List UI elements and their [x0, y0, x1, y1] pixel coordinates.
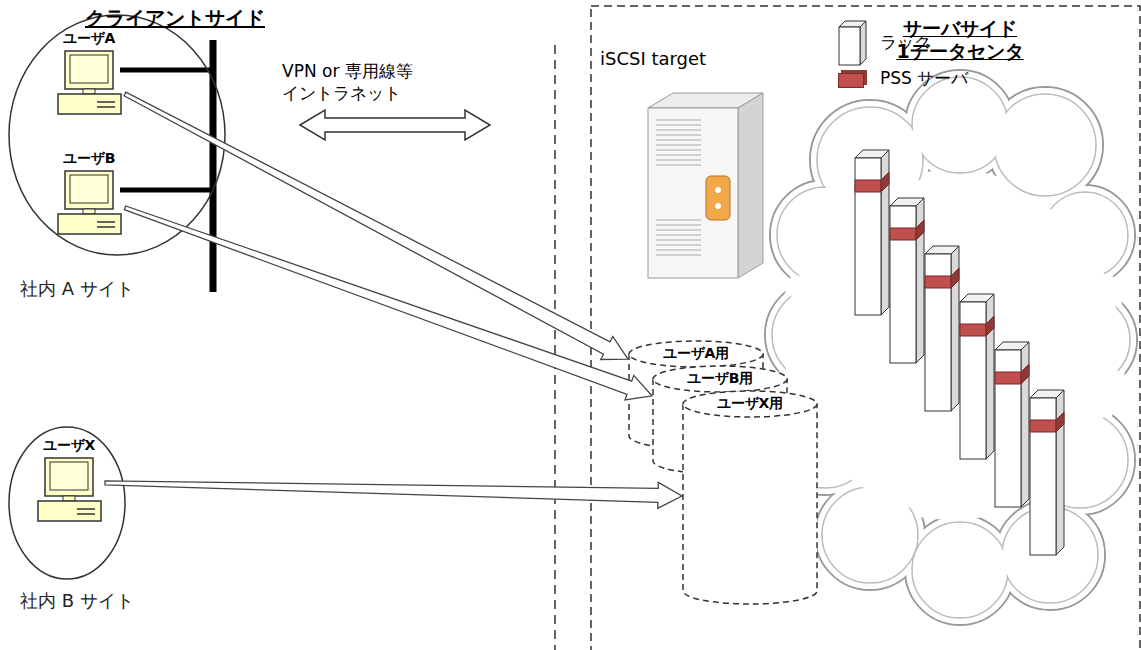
divider-line: [554, 45, 556, 650]
cylinder-shape: [682, 390, 818, 605]
user-name: ユーザB: [53, 150, 125, 167]
rack-icon: [925, 246, 959, 411]
legend-rack-icon: [838, 20, 868, 66]
legend-text: PSS サーバ: [880, 68, 968, 88]
server-icon: [638, 88, 768, 283]
wedge-arrow: [124, 206, 652, 400]
wedge-arrow: [124, 92, 628, 359]
computer-node: ユーザA: [53, 30, 125, 120]
rack-icon: [855, 150, 889, 315]
computer-node: ユーザX: [33, 437, 105, 527]
side-heading: クライアントサイド: [85, 6, 265, 30]
storage-volume: ユーザX用: [682, 390, 818, 605]
rack-icon: [995, 342, 1029, 507]
server-label: iSCSI target: [600, 48, 706, 70]
site-label: 社内 B サイト: [20, 590, 134, 612]
rack-icon: [960, 294, 994, 459]
computer-icon: [37, 457, 102, 525]
site-label: 社内 A サイト: [20, 278, 134, 300]
computer-icon: [57, 50, 122, 118]
computer-icon: [57, 170, 122, 238]
lan-bus: [210, 40, 217, 292]
legend-text: ラック: [880, 32, 931, 52]
cloud: [765, 70, 1137, 625]
server-side-zone: サーバサイド 1データセンタiSCSI targetユーザA用ユーザB用ユーザX…: [590, 5, 1141, 650]
vpn-double-arrow: [300, 110, 490, 140]
user-name: ユーザA: [53, 30, 125, 47]
volume-label: ユーザB用: [652, 370, 788, 387]
site-circle: 社内 B サイト ユーザX: [5, 425, 165, 625]
iscsi-target: iSCSI target: [600, 48, 780, 288]
rack-icon: [1030, 390, 1064, 555]
site-outline: [5, 10, 235, 310]
volume-label: ユーザA用: [628, 345, 764, 362]
computer-node: ユーザB: [53, 150, 125, 240]
network-label: VPN or 専用線等 イントラネット: [282, 60, 432, 104]
legend-swatch: [838, 73, 864, 88]
rack-icon: [890, 198, 924, 363]
lan-stub: [120, 68, 213, 73]
lan-stub: [120, 188, 213, 193]
volume-label: ユーザX用: [682, 395, 818, 412]
site-circle: 社内 A サイト ユーザA ユーザB: [5, 10, 235, 310]
user-name: ユーザX: [33, 437, 105, 454]
wedge-arrow: [105, 481, 682, 509]
